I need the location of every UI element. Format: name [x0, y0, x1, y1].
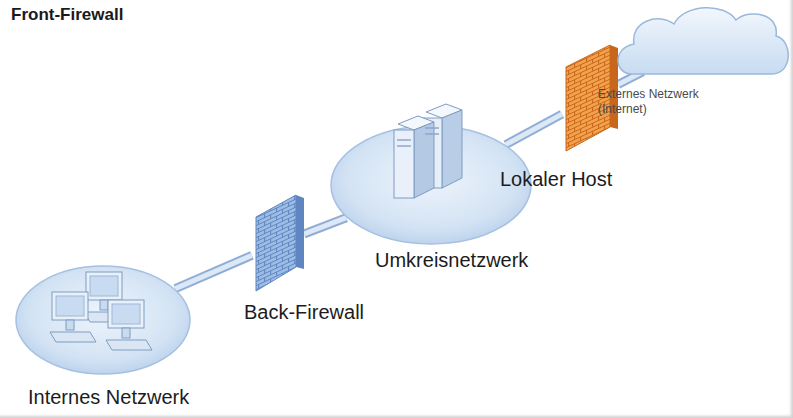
- wall-side: [296, 195, 304, 269]
- network-link: [304, 218, 346, 234]
- node-label: Umkreisnetzwerk: [375, 248, 528, 272]
- node-label: Lokaler Host: [500, 167, 612, 191]
- link-outline: [618, 72, 643, 85]
- diagram-title: Front-Firewall: [11, 5, 123, 25]
- link-outline: [175, 255, 252, 288]
- wall-face: [256, 195, 296, 291]
- ellipse-fill: [16, 266, 190, 374]
- firewall-wall: Back-Firewall: [252, 195, 304, 293]
- link-core: [304, 218, 346, 234]
- network-ellipse: Internes Netzwerk: [15, 265, 191, 375]
- network-link: [506, 114, 562, 145]
- cloud-shape: Externes Netzwerk (Internet): [612, 0, 793, 82]
- link-outline: [304, 218, 346, 234]
- link-core: [175, 255, 252, 288]
- network-link: [175, 255, 252, 288]
- server-towers-part: [426, 104, 462, 118]
- cloud-shape-outline: [612, 0, 793, 82]
- node-label: Externes Netzwerk (Internet): [598, 87, 710, 117]
- network-link: [618, 72, 643, 85]
- node-label: Internes Netzwerk: [28, 385, 189, 409]
- node-label: Back-Firewall: [244, 300, 364, 324]
- link-core: [618, 72, 643, 85]
- network-ellipse-outline: [15, 265, 191, 375]
- cloud-fill: [618, 8, 788, 74]
- link-core: [506, 114, 562, 145]
- link-outline: [506, 114, 562, 145]
- firewall-wall-outline: [252, 195, 304, 293]
